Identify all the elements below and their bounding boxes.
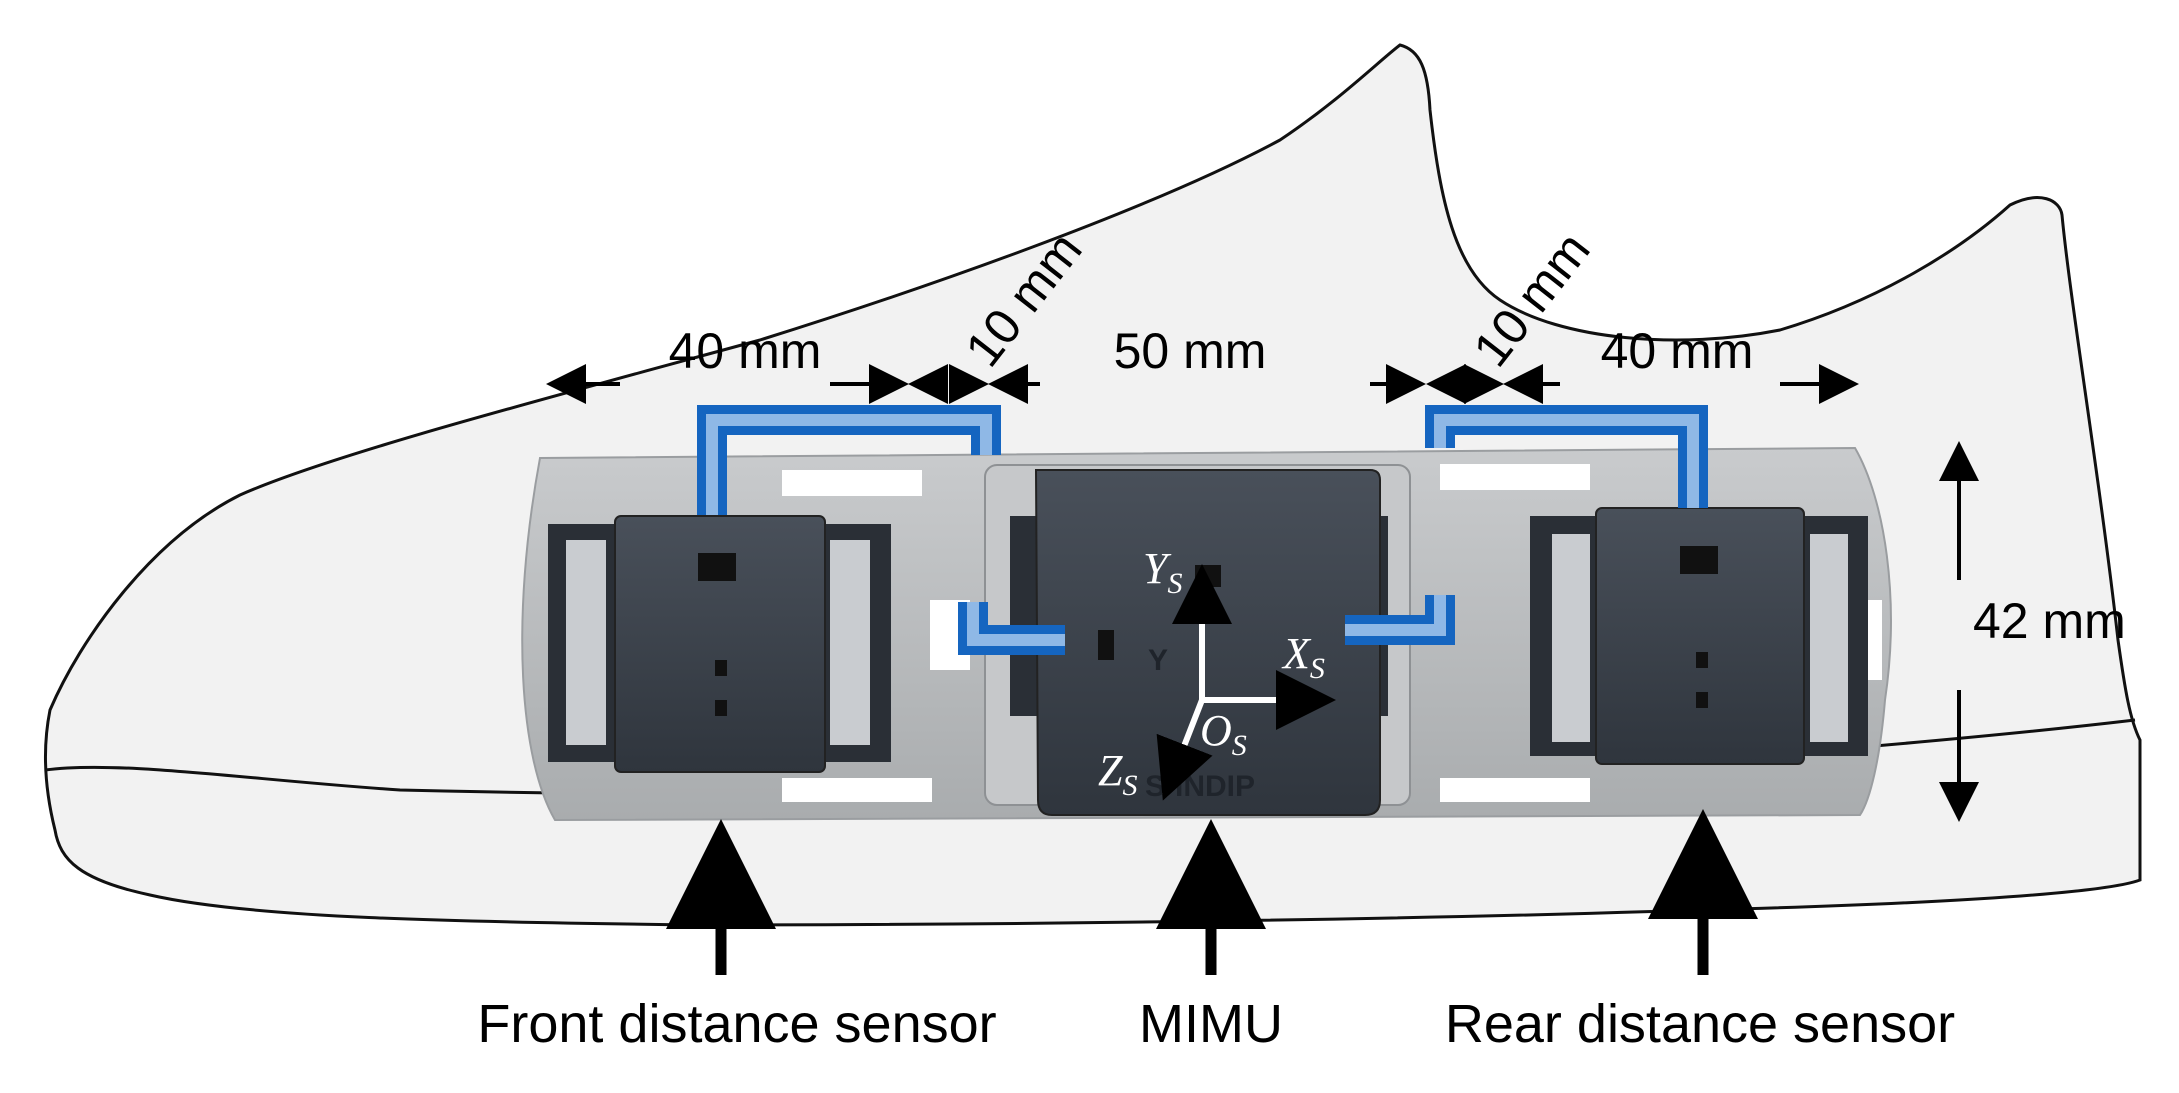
pointer-arrows bbox=[666, 809, 1758, 975]
dimension-arrows bbox=[546, 364, 1979, 822]
front-distance-sensor bbox=[548, 515, 891, 773]
origin-label: O bbox=[1200, 706, 1232, 755]
rear-sensor-width-label: 40 mm bbox=[1601, 323, 1754, 379]
rear-cable bbox=[1345, 405, 1708, 645]
front-sensor-width-label: 40 mm bbox=[669, 323, 822, 379]
svg-text:OS: OS bbox=[1200, 706, 1247, 762]
height-label: 42 mm bbox=[1973, 593, 2126, 649]
svg-text:YS: YS bbox=[1143, 544, 1182, 600]
front-sensor-caption: Front distance sensor bbox=[477, 994, 996, 1054]
mimu-caption: MIMU bbox=[1139, 994, 1283, 1054]
svg-text:XS: XS bbox=[1281, 629, 1325, 685]
z-axis-label: Z bbox=[1098, 746, 1123, 795]
svg-text:Y: Y bbox=[1148, 644, 1168, 677]
z-axis-arrow bbox=[1156, 698, 1213, 801]
device-engraving: S-INDIP bbox=[1145, 770, 1255, 803]
rear-distance-sensor bbox=[1530, 507, 1868, 765]
svg-text:ZS: ZS bbox=[1098, 746, 1137, 802]
x-axis-label: X bbox=[1281, 629, 1312, 678]
rear-sensor-caption: Rear distance sensor bbox=[1445, 994, 1955, 1054]
mimu-width-label: 50 mm bbox=[1114, 323, 1267, 379]
sensor-frame-axes: YS XS ZS OS bbox=[1098, 544, 1336, 802]
front-cable bbox=[697, 405, 1065, 655]
y-axis-label: Y bbox=[1143, 544, 1172, 593]
